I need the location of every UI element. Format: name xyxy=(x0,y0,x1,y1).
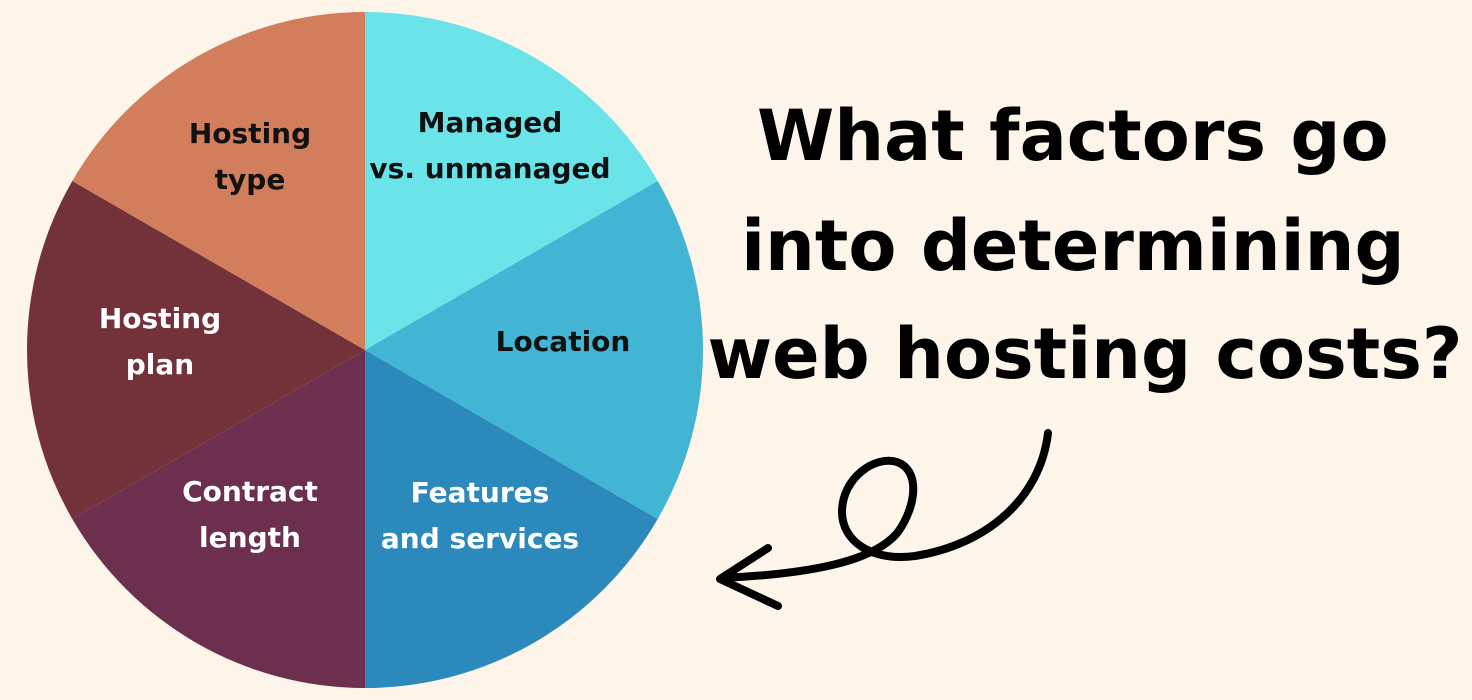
pie-segment-label-line: length xyxy=(199,521,301,554)
pie-segment-label-line: Hosting xyxy=(189,117,311,150)
pie-segment-label-line: and services xyxy=(381,522,579,555)
pie-segment-label: Managed vs. unmanaged xyxy=(369,106,610,185)
pie-segment xyxy=(26,181,365,519)
headline: What factors go into determining web hos… xyxy=(708,95,1463,395)
pie-segment xyxy=(365,12,658,350)
pie-segment-label-line: Location xyxy=(496,325,631,358)
curly-arrow-icon xyxy=(716,429,1052,610)
headline-line-3: web hosting costs? xyxy=(708,313,1463,395)
pie-segment-label-line: Hosting xyxy=(99,302,221,335)
pie-segment-label-line: plan xyxy=(126,348,194,381)
pie-segment xyxy=(72,12,365,350)
pie-segment-label-line: Contract xyxy=(182,475,318,508)
headline-line-2: into determining xyxy=(741,205,1405,287)
pie-segment xyxy=(365,181,704,519)
pie-segment-label: Contract length xyxy=(182,475,318,554)
pie-segment-label: Hosting plan xyxy=(99,302,221,381)
pie-segment xyxy=(72,350,365,689)
arrow-shaft xyxy=(718,429,1052,582)
pie-segment-label-line: vs. unmanaged xyxy=(369,152,610,185)
headline-line-1: What factors go xyxy=(757,95,1389,177)
pie-segment-label: Location xyxy=(496,325,631,358)
pie-segment-label-line: Managed xyxy=(418,106,563,139)
pie-segment xyxy=(365,350,658,688)
pie-segment-label-line: type xyxy=(215,163,286,196)
arrow-head xyxy=(716,544,782,610)
pie-segment-label: Hosting type xyxy=(189,117,311,196)
pie-segment-label-line: Features xyxy=(411,476,550,509)
pie-segment-label: Features and services xyxy=(381,476,579,555)
